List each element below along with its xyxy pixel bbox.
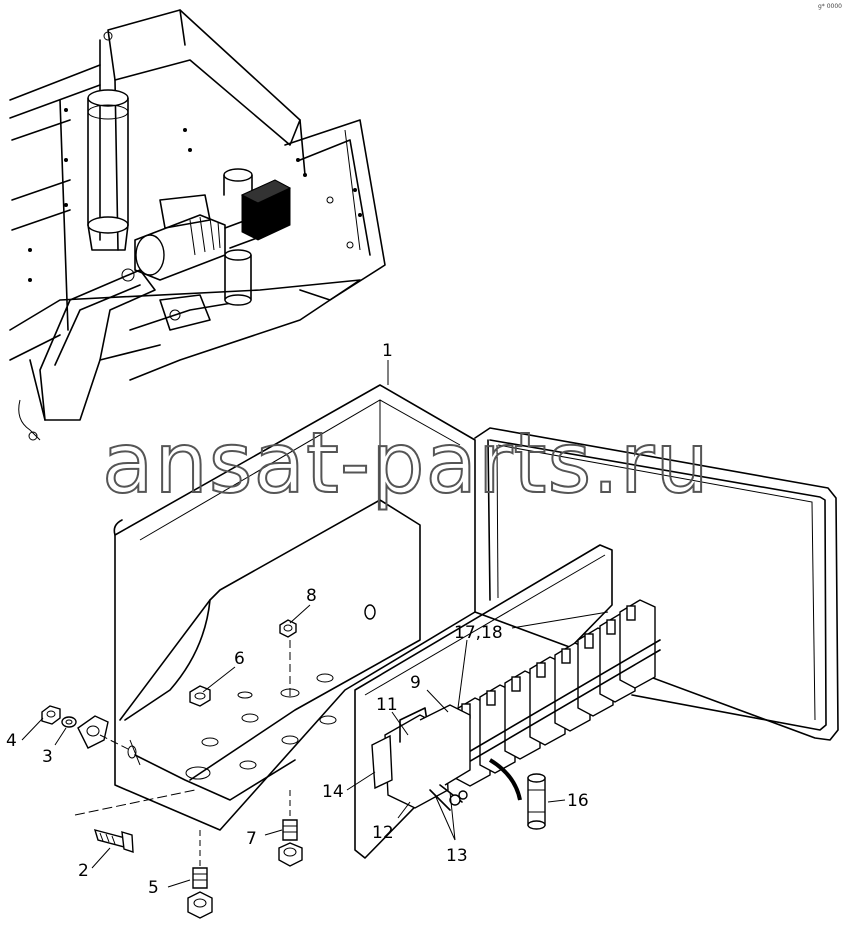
callout-7: 7 (246, 829, 257, 849)
corner-code: g* 0000 (818, 3, 842, 10)
callout-6: 6 (234, 649, 245, 669)
watermark-text: ansat-parts.ru (102, 414, 710, 512)
callout-17-18: 17,18 (454, 623, 503, 643)
electrical-box (113, 384, 476, 831)
box-door-frame (474, 427, 839, 741)
floor-holes (185, 673, 337, 780)
callout-13: 13 (446, 846, 468, 866)
frame-bolts (28, 108, 362, 282)
terminal-block (371, 704, 522, 811)
fasteners (41, 619, 303, 919)
callout-3: 3 (42, 747, 53, 767)
machine-frame-assembly (9, 9, 386, 441)
leader-lines (21, 360, 609, 888)
callout-14: 14 (322, 782, 344, 802)
callout-labels: 1 2 3 4 5 6 7 8 9 11 12 13 14 16 17,18 (6, 341, 589, 898)
callout-12: 12 (372, 823, 394, 843)
callout-1: 1 (382, 341, 393, 361)
callout-5: 5 (148, 878, 159, 898)
callout-9: 9 (410, 673, 421, 693)
callout-11: 11 (376, 695, 398, 715)
callout-8: 8 (306, 586, 317, 606)
callout-4: 4 (6, 731, 17, 751)
callout-2: 2 (78, 861, 89, 881)
relay-module (619, 599, 656, 689)
mounting-plate (354, 544, 613, 859)
callout-16: 16 (567, 791, 589, 811)
fuse (527, 773, 546, 830)
